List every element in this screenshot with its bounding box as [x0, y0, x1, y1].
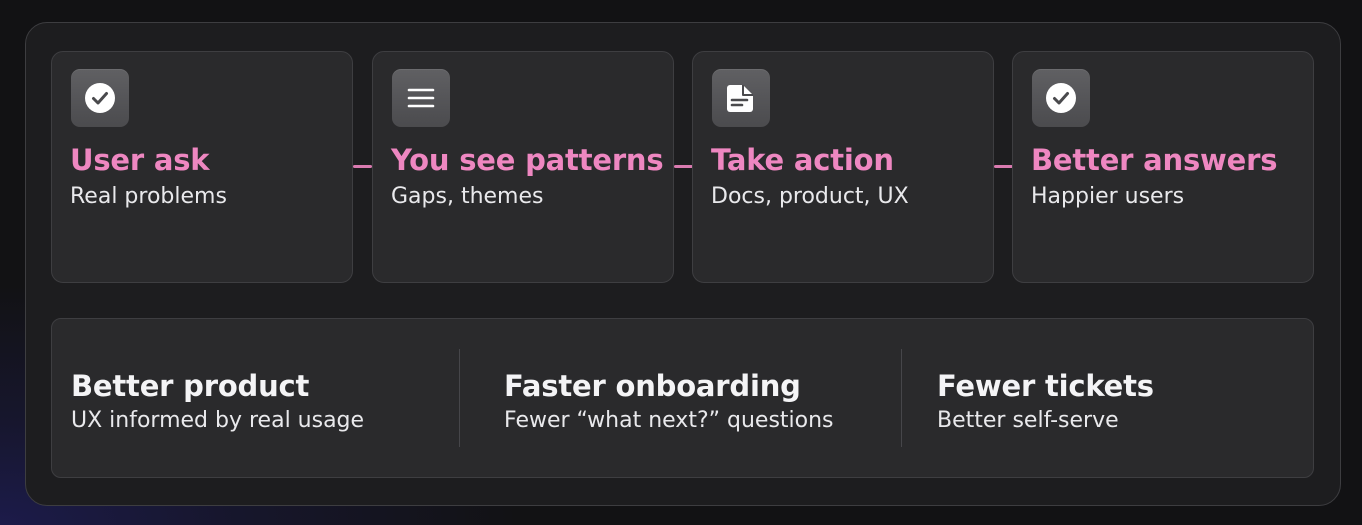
- benefit-divider: [459, 349, 460, 447]
- step-title: User ask: [70, 143, 210, 177]
- flow-connector: [674, 165, 693, 168]
- benefit-subtitle: Better self-serve: [937, 408, 1119, 433]
- step-card-better-answers: Better answers Happier users: [1012, 51, 1314, 283]
- check-circle-icon: [1032, 69, 1090, 127]
- step-subtitle: Docs, product, UX: [711, 184, 909, 209]
- benefits-panel: Better product UX informed by real usage…: [51, 318, 1314, 478]
- step-title: Take action: [711, 143, 894, 177]
- benefit-subtitle: UX informed by real usage: [71, 408, 365, 433]
- benefit-title: Better product: [71, 369, 310, 403]
- benefit-divider: [901, 349, 902, 447]
- step-title: Better answers: [1031, 143, 1278, 177]
- flow-connector: [353, 165, 372, 168]
- benefit-subtitle: Fewer “what next?” questions: [504, 408, 834, 433]
- flow-connector: [994, 165, 1013, 168]
- step-card-take-action: Take action Docs, product, UX: [692, 51, 994, 283]
- step-title: You see patterns: [391, 143, 664, 177]
- step-card-you-see-patterns: You see patterns Gaps, themes: [372, 51, 674, 283]
- menu-lines-icon: [392, 69, 450, 127]
- step-subtitle: Gaps, themes: [391, 184, 544, 209]
- document-icon: [712, 69, 770, 127]
- check-circle-icon: [71, 69, 129, 127]
- step-card-user-ask: User ask Real problems: [51, 51, 353, 283]
- step-subtitle: Real problems: [70, 184, 227, 209]
- benefit-title: Faster onboarding: [504, 369, 801, 403]
- benefit-title: Fewer tickets: [937, 369, 1154, 403]
- step-subtitle: Happier users: [1031, 184, 1185, 209]
